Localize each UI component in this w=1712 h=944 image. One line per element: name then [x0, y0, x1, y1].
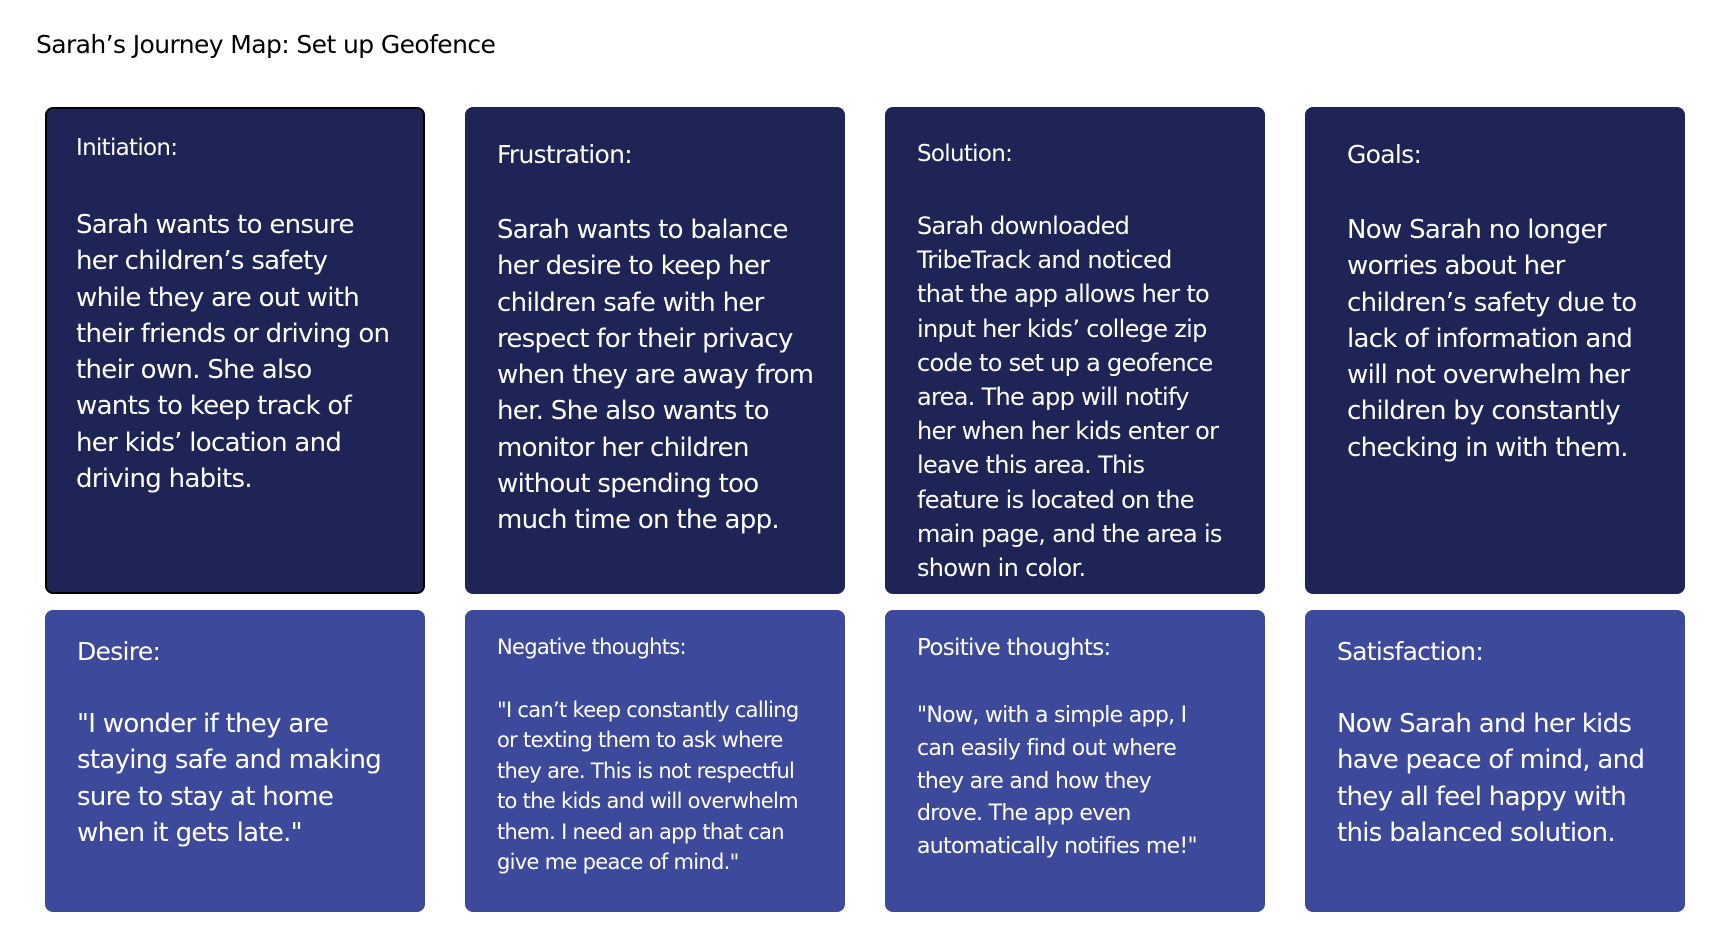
card-line: feature is located on the — [917, 485, 1194, 514]
card-line: Now Sarah and her kids — [1337, 709, 1632, 739]
card-body: "Now, with a simple app, I can easily fi… — [917, 700, 1198, 864]
card-line: their friends or driving on — [76, 318, 390, 349]
card-line: area. The app will notify — [917, 383, 1190, 412]
card-heading: Solution: — [917, 141, 1013, 167]
card-line: much time on the app. — [497, 505, 780, 536]
card-line: that the app allows her to — [917, 280, 1210, 309]
card-line: her kids’ location and — [76, 427, 342, 458]
card-line: her when her kids enter or — [917, 417, 1219, 446]
card-line: checking in with them. — [1347, 432, 1629, 463]
card-line: children by constantly — [1347, 396, 1621, 427]
card-heading: Positive thoughts: — [917, 635, 1111, 661]
card-line: TribeTrack and noticed — [917, 246, 1172, 275]
card-body: Sarah wants to balance her desire to kee… — [497, 212, 814, 539]
card-line: worries about her — [1347, 251, 1565, 282]
card-heading: Negative thoughts: — [497, 635, 687, 659]
card-line: this balanced solution. — [1337, 817, 1616, 848]
initiation-card: Initiation: Sarah wants to ensure her ch… — [45, 107, 425, 594]
card-heading: Goals: — [1347, 140, 1422, 169]
card-line: Sarah wants to ensure — [76, 210, 354, 240]
card-line: code to set up a geofence — [917, 348, 1213, 377]
card-body: "I can’t keep constantly calling or text… — [497, 695, 799, 877]
frustration-card: Frustration: Sarah wants to balance her … — [465, 107, 845, 594]
card-body: Sarah wants to ensure her children’s saf… — [76, 207, 390, 497]
card-line: to the kids and will overwhelm — [497, 789, 799, 814]
card-heading: Desire: — [77, 637, 161, 666]
card-body: Now Sarah no longer worries about her ch… — [1347, 212, 1637, 466]
card-line: or texting them to ask where — [497, 728, 783, 753]
card-line: her desire to keep her — [497, 251, 770, 282]
card-line: they are. This is not respectful — [497, 758, 795, 783]
solution-card: Solution: Sarah downloaded TribeTrack an… — [885, 107, 1265, 594]
card-line: respect for their privacy — [497, 323, 793, 354]
card-heading: Satisfaction: — [1337, 637, 1484, 666]
card-line: main page, and the area is — [917, 519, 1222, 548]
negative-thoughts-card: Negative thoughts: "I can’t keep constan… — [465, 610, 845, 912]
page-title: Sarah’s Journey Map: Set up Geofence — [36, 30, 496, 59]
card-line: when they are away from — [497, 360, 814, 391]
card-line: them. I need an app that can — [497, 819, 785, 844]
card-line: staying safe and making — [77, 745, 382, 776]
card-line: can easily find out where — [917, 735, 1177, 761]
card-line: driving habits. — [76, 464, 253, 495]
goals-card: Goals: Now Sarah no longer worries about… — [1305, 107, 1685, 594]
positive-thoughts-card: Positive thoughts: "Now, with a simple a… — [885, 610, 1265, 912]
card-heading: Initiation: — [76, 135, 178, 161]
card-line: will not overwhelm her — [1347, 360, 1630, 391]
card-body: "I wonder if they are staying safe and m… — [77, 706, 382, 851]
card-line: they are and how they — [917, 768, 1152, 794]
card-line: "I wonder if they are — [77, 709, 329, 739]
card-line: when it gets late." — [77, 817, 303, 848]
card-line: "I can’t keep constantly calling — [497, 698, 799, 722]
card-line: they all feel happy with — [1337, 781, 1627, 812]
card-line: her. She also wants to — [497, 396, 770, 427]
card-body: Sarah downloaded TribeTrack and noticed … — [917, 209, 1222, 585]
card-line: have peace of mind, and — [1337, 745, 1645, 776]
card-line: shown in color. — [917, 554, 1086, 583]
card-line: their own. She also — [76, 355, 312, 386]
card-line: without spending too — [497, 469, 759, 500]
card-line: automatically notifies me!" — [917, 834, 1198, 860]
card-line: drove. The app even — [917, 801, 1131, 827]
card-line: children’s safety due to — [1347, 287, 1637, 318]
card-heading: Frustration: — [497, 140, 633, 169]
card-line: sure to stay at home — [77, 781, 334, 812]
card-line: "Now, with a simple app, I — [917, 703, 1187, 728]
card-line: wants to keep track of — [76, 391, 352, 422]
card-line: Sarah downloaded — [917, 212, 1130, 240]
card-body: Now Sarah and her kids have peace of min… — [1337, 706, 1645, 851]
card-line: her children’s safety — [76, 246, 328, 277]
card-line: while they are out with — [76, 282, 360, 313]
desire-card: Desire: "I wonder if they are staying sa… — [45, 610, 425, 912]
card-line: monitor her children — [497, 432, 749, 463]
card-line: input her kids’ college zip — [917, 314, 1207, 343]
satisfaction-card: Satisfaction: Now Sarah and her kids hav… — [1305, 610, 1685, 912]
card-line: children safe with her — [497, 287, 764, 318]
card-line: leave this area. This — [917, 451, 1145, 480]
card-line: give me peace of mind." — [497, 850, 739, 875]
card-line: Now Sarah no longer — [1347, 215, 1607, 245]
card-line: Sarah wants to balance — [497, 215, 789, 245]
card-line: lack of information and — [1347, 323, 1633, 354]
